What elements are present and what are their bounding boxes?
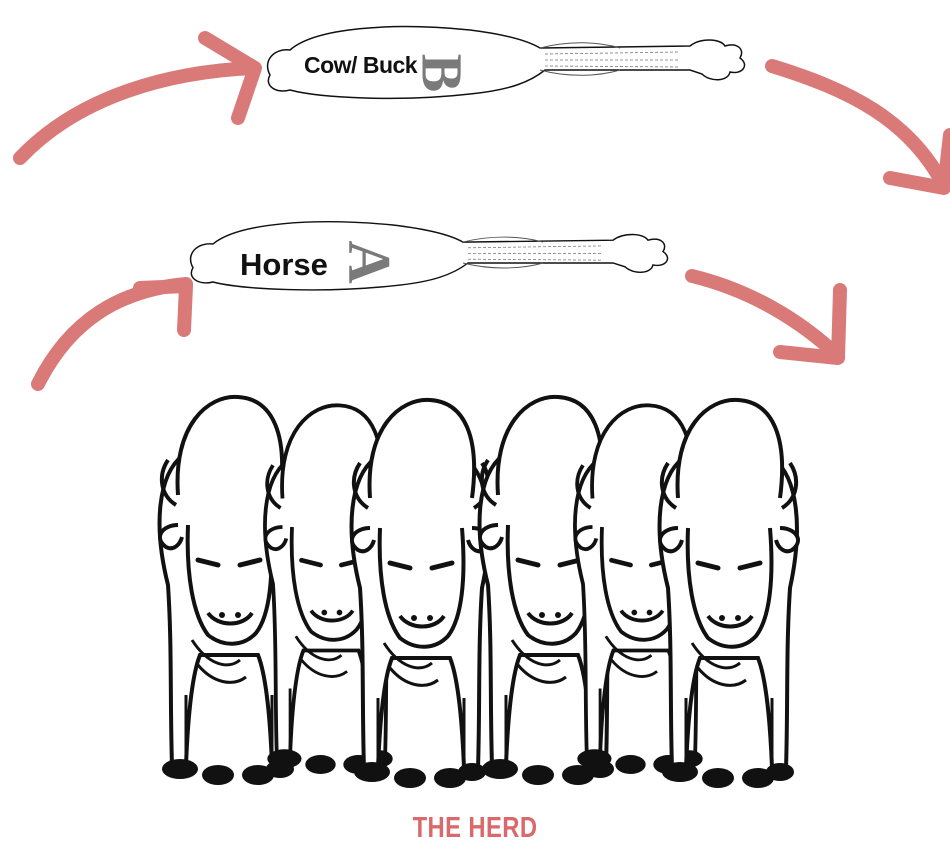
- horse-letter: A: [340, 240, 400, 283]
- arrow-to-horse: [38, 284, 186, 384]
- cow-buck-letter: B: [412, 54, 470, 93]
- arrow-from-cow: [772, 66, 950, 188]
- cow-buck-label: Cow/ Buck: [304, 52, 417, 79]
- arrow-to-cow: [20, 38, 255, 158]
- arrow-from-horse: [692, 276, 840, 358]
- horse-label: Horse: [240, 247, 328, 283]
- herd-group: [160, 397, 798, 788]
- herd-animal: [352, 400, 490, 788]
- herd-animal: [660, 400, 798, 788]
- herd-caption: THE HERD: [86, 812, 865, 845]
